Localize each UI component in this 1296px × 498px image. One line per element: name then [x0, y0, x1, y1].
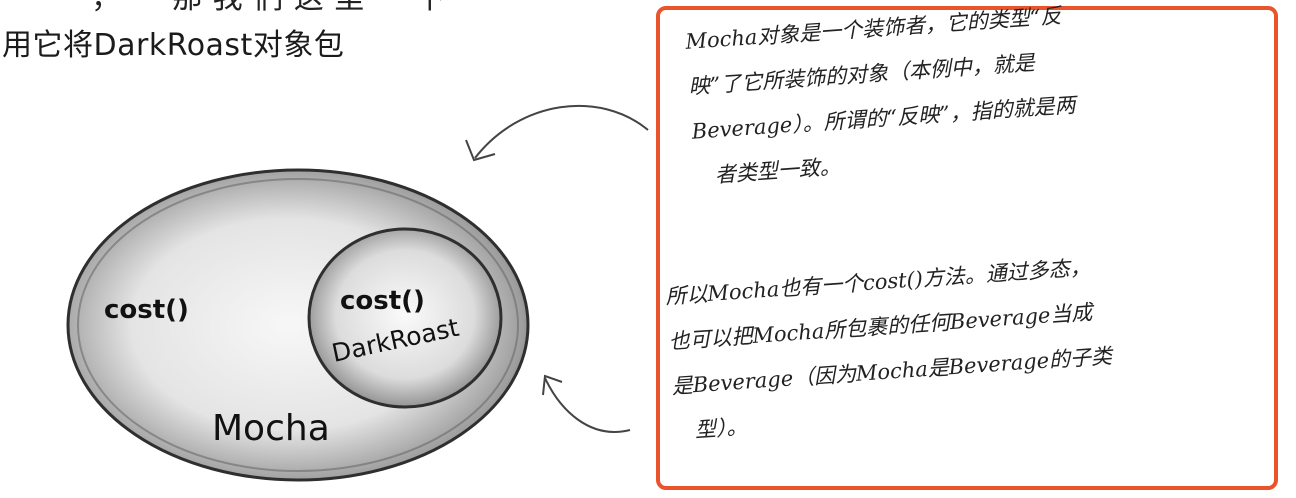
- mocha-label: Mocha: [212, 408, 330, 449]
- mocha-cost-label: cost(): [104, 295, 189, 325]
- callout-box: [656, 6, 1278, 490]
- darkroast-circle: [307, 227, 503, 409]
- header-partial-line: 一 一 ， 一 那 我 们 这 里 一 下: [10, 0, 446, 14]
- arrow-to-darkroast: [544, 377, 631, 433]
- darkroast-cost-label: cost(): [340, 286, 425, 316]
- mocha-ellipse-rim: [77, 178, 519, 472]
- arrow-to-mocha-head: [465, 139, 496, 162]
- header-text-line: 用它将DarkRoast对象包: [2, 28, 345, 63]
- arrow-to-darkroast-head: [542, 374, 563, 396]
- arrow-to-mocha: [474, 104, 649, 159]
